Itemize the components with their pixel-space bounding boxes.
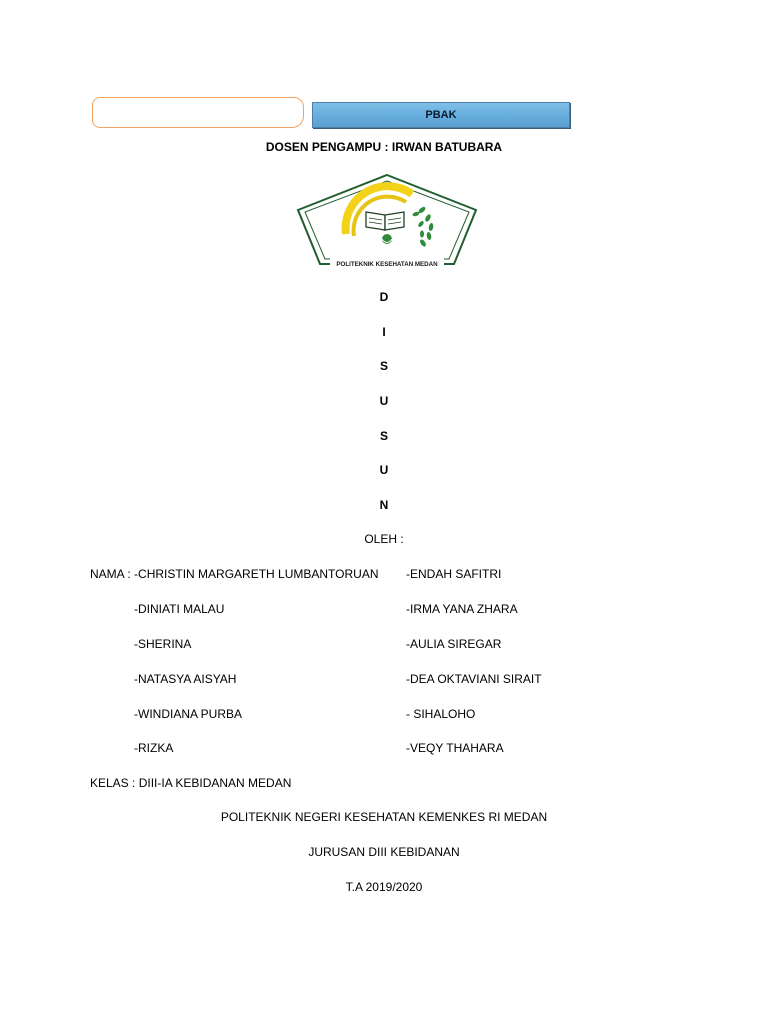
members-row: NAMA : -CHRISTIN MARGARETH LUMBANTORUAN — [90, 567, 379, 581]
disusun-letter: S — [379, 359, 388, 373]
member-name: - SIHALOHO — [406, 707, 476, 721]
course-badge-label: PBAK — [425, 109, 457, 121]
logo-caption: POLITEKNIK KESEHATAN MEDAN — [336, 261, 438, 268]
disusun-letter: I — [382, 325, 386, 339]
book-icon — [365, 211, 405, 231]
member-name: -DINIATI MALAU — [134, 602, 225, 616]
lecturer-line: DOSEN PENGAMPU : IRWAN BATUBARA — [265, 140, 503, 154]
disusun-letter: U — [379, 463, 389, 477]
disusun-letter: U — [379, 394, 389, 408]
member-name: -RIZKA — [134, 741, 174, 755]
institution-logo: POLITEKNIK KESEHATAN MEDAN — [296, 173, 478, 268]
class-line: KELAS : DIII-IA KEBIDANAN MEDAN — [90, 776, 292, 790]
disusun-letter: S — [379, 429, 388, 443]
member-name: -CHRISTIN MARGARETH LUMBANTORUAN — [134, 567, 379, 581]
oleh-label: OLEH : — [364, 532, 404, 546]
institution-name: POLITEKNIK NEGERI KESEHATAN KEMENKES RI … — [220, 810, 548, 824]
department-name: JURUSAN DIII KEBIDANAN — [308, 845, 460, 859]
course-badge: PBAK — [312, 102, 570, 128]
empty-title-box — [92, 97, 304, 128]
disusun-letter: N — [379, 498, 389, 512]
member-name: -ENDAH SAFITRI — [406, 567, 502, 581]
member-name: -AULIA SIREGAR — [406, 637, 502, 651]
member-name: -DEA OKTAVIANI SIRAIT — [406, 672, 542, 686]
member-name: -VEQY THAHARA — [406, 741, 504, 755]
member-name: -IRMA YANA ZHARA — [406, 602, 518, 616]
member-name: -SHERINA — [134, 637, 192, 651]
member-name: -NATASYA AISYAH — [134, 672, 237, 686]
member-name: -WINDIANA PURBA — [134, 707, 243, 721]
disusun-letter: D — [379, 290, 389, 304]
academic-year: T.A 2019/2020 — [345, 880, 423, 894]
members-prefix: NAMA : — [90, 567, 131, 581]
laurel-icon — [412, 206, 434, 247]
